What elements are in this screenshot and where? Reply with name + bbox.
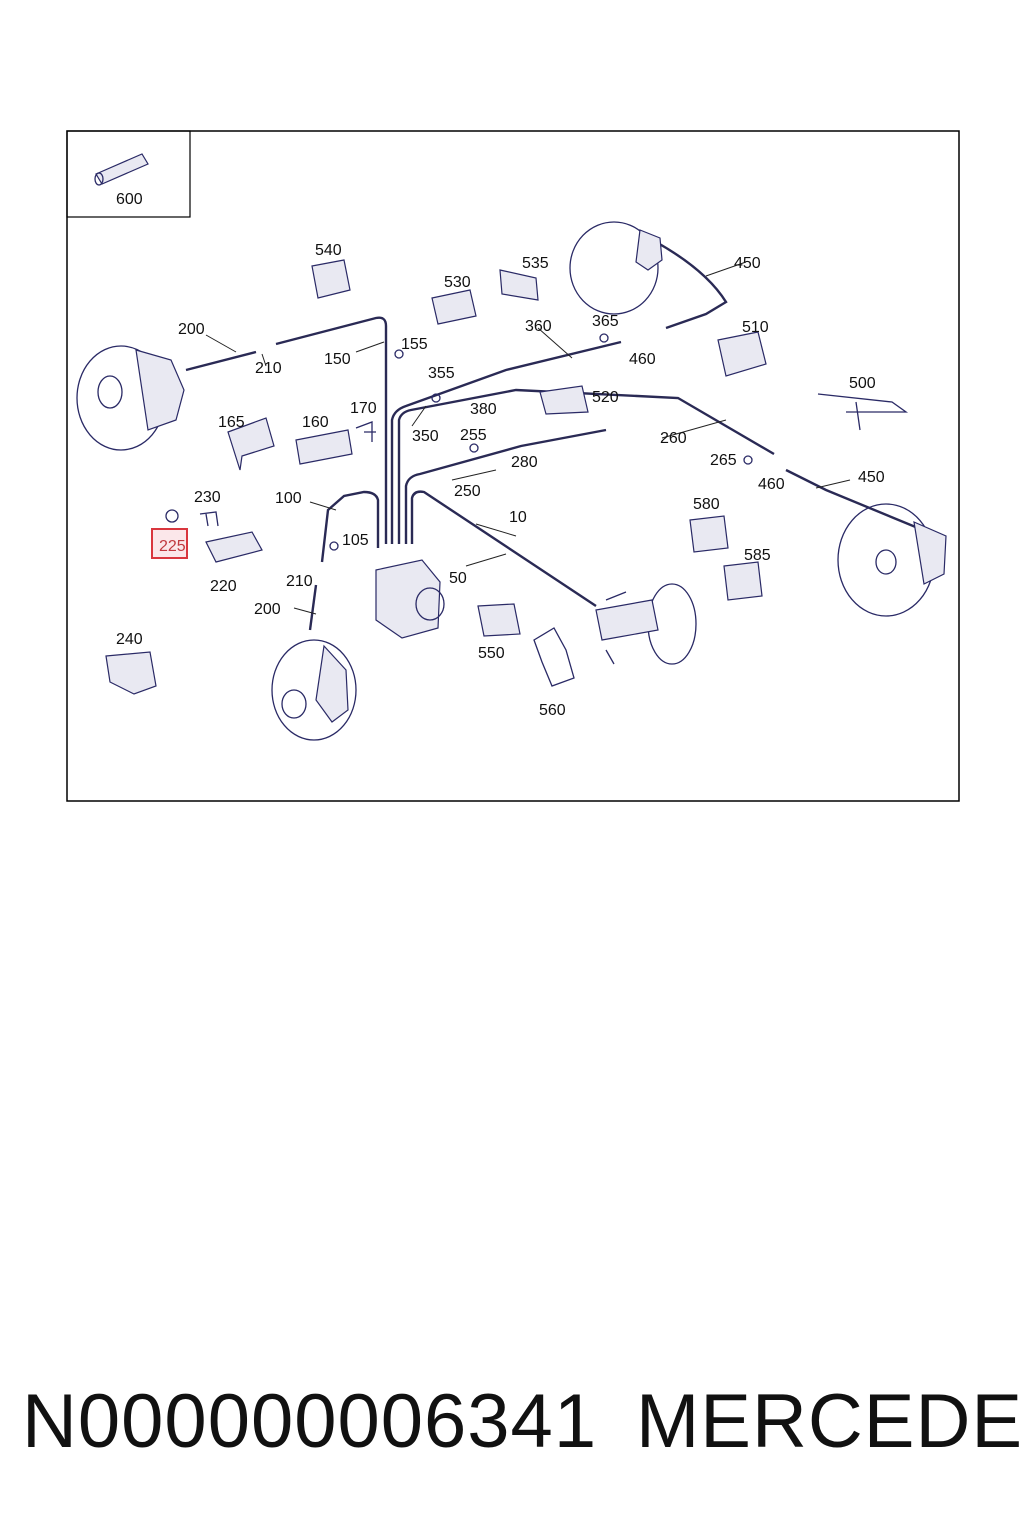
label-460-top: 460: [629, 351, 656, 368]
label-225: 225: [159, 538, 186, 555]
part-220[interactable]: [205, 531, 263, 563]
abs-hydraulic-unit[interactable]: [375, 559, 445, 639]
label-380: 380: [470, 401, 497, 418]
part-600-sleeve[interactable]: [94, 153, 149, 186]
label-450-bottom: 450: [858, 469, 885, 486]
label-220: 220: [210, 578, 237, 595]
brake-booster-master-cylinder[interactable]: [595, 583, 697, 665]
part-540[interactable]: [311, 259, 351, 299]
part-560[interactable]: [533, 627, 575, 687]
label-350: 350: [412, 428, 439, 445]
label-155: 155: [401, 336, 428, 353]
part-240[interactable]: [105, 651, 157, 695]
label-10: 10: [509, 509, 527, 526]
label-520: 520: [592, 389, 619, 406]
brake-pipes: [185, 240, 919, 631]
leader-lines: [205, 261, 851, 615]
label-250: 250: [454, 483, 481, 500]
label-50: 50: [449, 570, 467, 587]
label-500: 500: [849, 375, 876, 392]
label-210-top: 210: [255, 360, 282, 377]
part-550[interactable]: [477, 603, 521, 637]
part-500[interactable]: [817, 393, 909, 431]
label-260: 260: [660, 430, 687, 447]
label-265: 265: [710, 452, 737, 469]
label-450-top: 450: [734, 255, 761, 272]
part-265-bolt[interactable]: [743, 455, 753, 465]
brake-disc-front-right[interactable]: [837, 503, 947, 617]
part-105-bolt[interactable]: [329, 541, 339, 551]
part-160[interactable]: [295, 429, 353, 465]
label-540: 540: [315, 242, 342, 259]
part-355-bolt[interactable]: [431, 393, 441, 403]
label-100: 100: [275, 490, 302, 507]
part-230[interactable]: [199, 511, 219, 527]
label-510: 510: [742, 319, 769, 336]
part-530[interactable]: [431, 289, 477, 325]
brand-name: MERCEDES: [636, 1379, 1024, 1464]
brake-disc-front-left[interactable]: [271, 639, 357, 741]
label-600: 600: [116, 191, 143, 208]
label-585: 585: [744, 547, 771, 564]
label-240: 240: [116, 631, 143, 648]
part-535[interactable]: [499, 269, 539, 301]
part-510[interactable]: [717, 331, 767, 377]
label-280: 280: [511, 454, 538, 471]
label-230: 230: [194, 489, 221, 506]
part-255-bolt[interactable]: [469, 443, 479, 453]
label-165: 165: [218, 414, 245, 431]
label-200-bottom: 200: [254, 601, 281, 618]
parts-diagram: 600 540 530 535 450 200 210 150 155 360 …: [66, 130, 960, 802]
label-580: 580: [693, 496, 720, 513]
label-550: 550: [478, 645, 505, 662]
part-585[interactable]: [723, 561, 763, 601]
diagram-border: [66, 130, 960, 802]
brake-disc-rear-right-top[interactable]: [569, 221, 663, 315]
label-160: 160: [302, 414, 329, 431]
label-560: 560: [539, 702, 566, 719]
part-225[interactable]: [165, 509, 179, 523]
label-105: 105: [342, 532, 369, 549]
part-580[interactable]: [689, 515, 729, 553]
brake-disc-left-rear[interactable]: [76, 345, 185, 451]
part-365-bolt[interactable]: [599, 333, 609, 343]
label-210-bottom: 210: [286, 573, 313, 590]
label-535: 535: [522, 255, 549, 272]
highlight-225[interactable]: 225: [151, 528, 188, 559]
part-number: N000000006341: [22, 1379, 598, 1464]
label-170: 170: [350, 400, 377, 417]
label-360: 360: [525, 318, 552, 335]
part-170[interactable]: [355, 421, 376, 442]
part-520[interactable]: [539, 385, 589, 415]
label-355: 355: [428, 365, 455, 382]
part-165[interactable]: [227, 417, 275, 471]
label-365: 365: [592, 313, 619, 330]
label-150: 150: [324, 351, 351, 368]
part-155-bolt[interactable]: [394, 349, 404, 359]
label-200-top: 200: [178, 321, 205, 338]
inset-box-600: [66, 130, 191, 218]
label-255: 255: [460, 427, 487, 444]
label-530: 530: [444, 274, 471, 291]
label-460-bottom: 460: [758, 476, 785, 493]
